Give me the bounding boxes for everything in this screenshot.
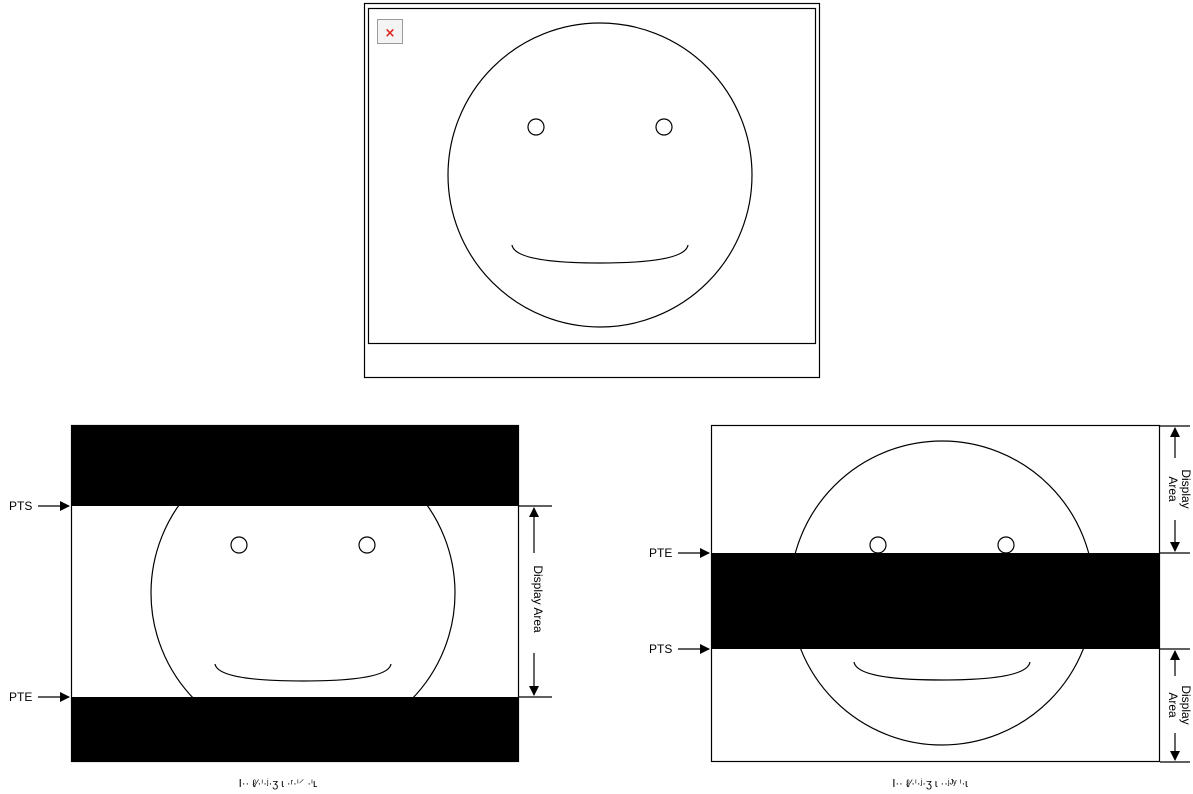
right-top-label-line2: Area xyxy=(1166,476,1180,502)
right-top-label-line1: Display xyxy=(1179,469,1193,508)
right-smiley-left-eye xyxy=(870,537,886,553)
right-bottom-label-line2: Area xyxy=(1166,692,1180,718)
right-smiley-right-eye xyxy=(998,537,1014,553)
left-pointer-top: PTS xyxy=(9,499,69,513)
inner-frame xyxy=(369,9,816,344)
left-smiley-left-eye xyxy=(231,537,247,553)
left-pte-label: PTE xyxy=(9,690,32,704)
right-pte-label: PTE xyxy=(649,546,672,560)
smiley-left-eye xyxy=(528,119,544,135)
right-diagram: PTE PTS Display Area Display Area Ⅰ·· xyxy=(649,426,1193,791)
right-smiley-mouth xyxy=(854,662,1030,680)
left-bottom-bar xyxy=(71,697,519,762)
smiley-face xyxy=(448,23,752,327)
right-pts-label: PTS xyxy=(649,642,672,656)
broken-image-glyph: × xyxy=(385,26,396,41)
left-pointer-bottom: PTE xyxy=(9,690,69,704)
left-pts-label: PTS xyxy=(9,499,32,513)
left-smiley-right-eye xyxy=(359,537,375,553)
left-diagram: PTS PTE Display Area Ⅰ·· ℓ⁄·ⁱ·ʲ·ʒ ɩ ·ʳ·ⁱ… xyxy=(9,425,552,790)
left-top-bar xyxy=(71,425,519,506)
smiley-right-eye xyxy=(656,119,672,135)
smiley-mouth xyxy=(512,245,688,263)
right-display-area-top-label: Display Area xyxy=(1166,469,1193,508)
right-middle-bar xyxy=(711,553,1160,649)
left-display-area-label: Display Area xyxy=(531,565,545,633)
right-pointer-top: PTE xyxy=(649,546,709,560)
left-caption: Ⅰ·· ℓ⁄·ⁱ·ʲ·ʒ ɩ ·ʳ·ⁱ⸍ ·ⁱʟ xyxy=(239,778,318,790)
right-display-area-bottom-label: Display Area xyxy=(1166,685,1193,724)
right-caption: Ⅰ·· ℓ⁄·ⁱ·ʲ·ʒ ɩ ··ʲᴶʸ ⁱ·ɩ xyxy=(892,778,968,790)
right-pointer-bottom: PTS xyxy=(649,642,709,656)
broken-image-icon: × xyxy=(378,20,403,44)
left-smiley-mouth xyxy=(215,664,391,681)
right-bottom-label-line1: Display xyxy=(1179,685,1193,724)
top-frame-figure: × xyxy=(365,4,820,378)
smiley-head xyxy=(448,23,752,327)
